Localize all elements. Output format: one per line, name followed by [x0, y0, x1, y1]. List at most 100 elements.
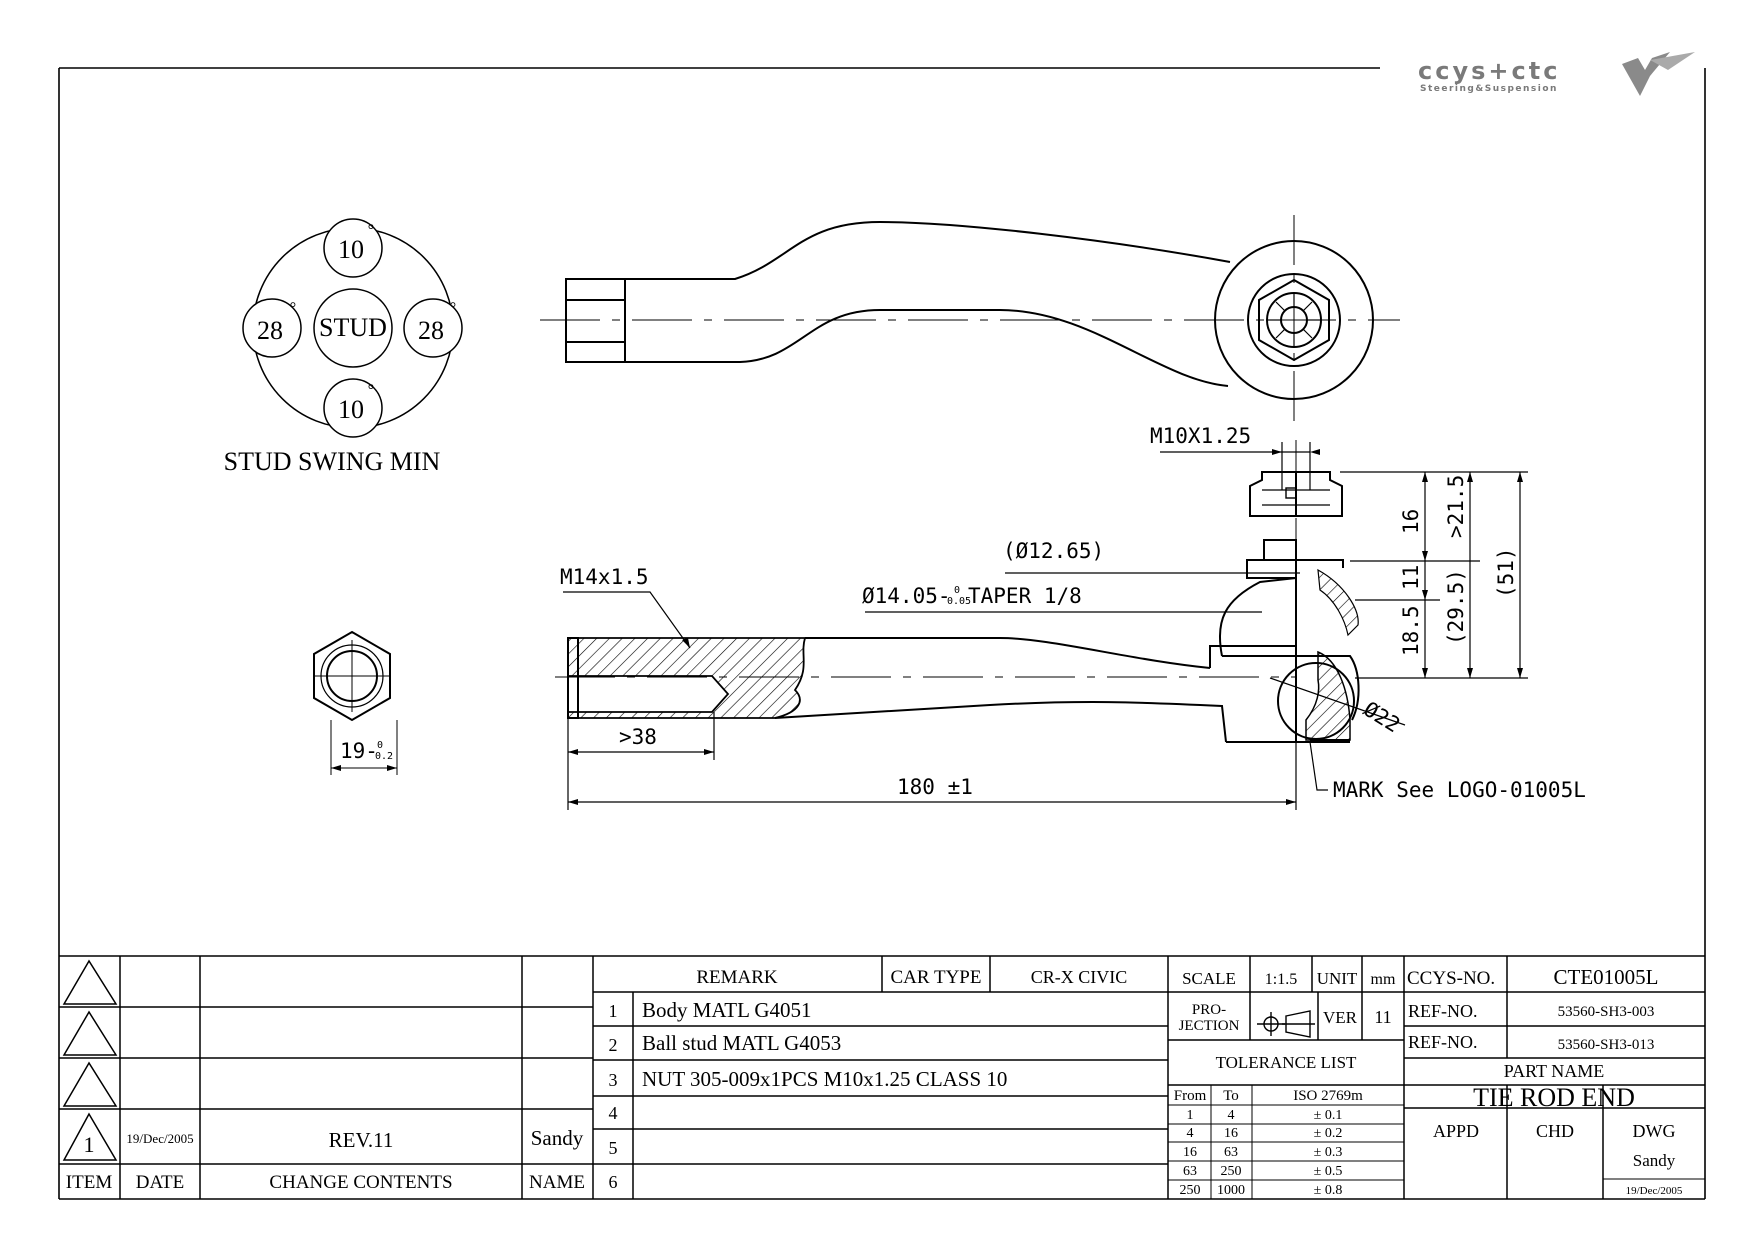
- ver-value: 11: [1374, 1007, 1391, 1027]
- tol-header-iso: ISO 2769m: [1293, 1088, 1363, 1104]
- tol-header-to: To: [1223, 1088, 1239, 1104]
- part-name-label: PART NAME: [1504, 1061, 1604, 1081]
- swing-bottom-value: 10: [338, 395, 364, 424]
- dim-m10: M10X1.25: [1150, 424, 1251, 448]
- remark-no-4: 4: [609, 1103, 618, 1123]
- remark-text-2: Ball stud MATL G4053: [642, 1031, 841, 1055]
- rev-item: 1: [84, 1132, 95, 1157]
- title-block-text: CCYS-NO. CTE01005L REF-NO. 53560-SH3-003…: [1407, 965, 1683, 1197]
- projection-symbol-icon: [1257, 1010, 1315, 1038]
- tol-value-1: ± 0.1: [1314, 1108, 1343, 1123]
- degree-left: °: [290, 300, 296, 317]
- header-item: ITEM: [66, 1172, 113, 1193]
- dim-taper-tol-lower: 0.05: [947, 596, 971, 607]
- header-change-contents: CHANGE CONTENTS: [269, 1172, 452, 1193]
- stud-swing-diagram: [242, 218, 463, 438]
- part-name: TIE ROD END: [1473, 1083, 1635, 1112]
- tol-from-3: 16: [1183, 1145, 1197, 1160]
- dim-d1265: (Ø12.65): [1003, 539, 1104, 563]
- dimension-arrows: [331, 449, 1523, 805]
- stud-swing-labels: 10 10 28 28 ° ° ° ° STUD STUD SWING MIN: [224, 222, 457, 476]
- remark-no-5: 5: [609, 1138, 618, 1158]
- dim-m14: M14x1.5: [560, 565, 649, 589]
- degree-right: °: [450, 300, 456, 317]
- dim-taper-tol-upper: 0: [954, 585, 960, 596]
- ver-label: VER: [1323, 1008, 1358, 1027]
- header-date: DATE: [136, 1172, 185, 1193]
- dim-29-5: (29.5): [1444, 569, 1468, 645]
- dim-taper-text: TAPER 1/8: [968, 584, 1082, 608]
- projection-label-1: PRO-: [1192, 1002, 1226, 1018]
- remark-no-3: 3: [609, 1070, 618, 1090]
- ref1-label: REF-NO.: [1408, 1001, 1478, 1021]
- car-type-label: CAR TYPE: [891, 967, 982, 988]
- dim-hex: 19-: [340, 739, 378, 763]
- tol-from-4: 63: [1183, 1164, 1197, 1179]
- sheet-border: [58, 67, 1706, 1200]
- section-centerlines: [555, 440, 1297, 765]
- dwg-name: Sandy: [1633, 1151, 1676, 1170]
- degree-bottom: °: [368, 382, 374, 399]
- dim-11: 11: [1399, 565, 1423, 590]
- logo-wing-icon: [1650, 52, 1695, 70]
- dwg-date: 19/Dec/2005: [1626, 1185, 1683, 1197]
- spec-table-text: SCALE 1:1.5 UNIT mm PRO- JECTION VER 11 …: [1174, 969, 1396, 1198]
- rev-date: 19/Dec/2005: [126, 1131, 193, 1146]
- dim-ball: Ø22: [1359, 697, 1404, 737]
- tol-header-from: From: [1174, 1088, 1207, 1104]
- ref2-label: REF-NO.: [1408, 1032, 1478, 1052]
- unit-value: mm: [1371, 971, 1396, 988]
- dim-21-5: >21.5: [1444, 475, 1468, 538]
- tol-to-2: 16: [1224, 1126, 1238, 1141]
- remark-no-1: 1: [609, 1001, 618, 1021]
- swing-center-label: STUD: [319, 313, 387, 342]
- dim-180: 180 ±1: [897, 775, 973, 799]
- tol-to-1: 4: [1228, 1108, 1235, 1123]
- remark-no-6: 6: [609, 1172, 618, 1192]
- tol-to-3: 63: [1224, 1145, 1238, 1160]
- rev-content: REV.11: [329, 1128, 394, 1152]
- degree-top: °: [368, 222, 374, 239]
- tol-value-3: ± 0.3: [1314, 1145, 1343, 1160]
- mark-note: MARK See LOGO-01005L: [1333, 778, 1586, 802]
- tol-from-2: 4: [1187, 1126, 1194, 1141]
- remark-no-2: 2: [609, 1035, 618, 1055]
- ref1-value: 53560-SH3-003: [1558, 1004, 1655, 1020]
- revision-triangles: [62, 959, 118, 1161]
- logo-brand: ccys+ctc: [1418, 57, 1560, 85]
- title-block-grid: [59, 955, 1705, 1199]
- ccys-label: CCYS-NO.: [1407, 968, 1495, 989]
- dim-hex-tol-lower: 0.2: [375, 751, 393, 762]
- revision-table-text: 1 19/Dec/2005 REV.11 Sandy ITEM DATE CHA…: [66, 1126, 585, 1193]
- dim-38: >38: [619, 725, 657, 749]
- tol-from-1: 1: [1187, 1108, 1194, 1123]
- remark-header: REMARK: [696, 967, 778, 988]
- swing-right-value: 28: [418, 316, 444, 345]
- tolerance-title: TOLERANCE LIST: [1216, 1053, 1357, 1072]
- appd-label: APPD: [1433, 1121, 1479, 1141]
- hex-view: [313, 630, 398, 775]
- tol-to-4: 250: [1221, 1164, 1242, 1179]
- logo-tagline: Steering&Suspension: [1420, 84, 1558, 94]
- remark-text-1: Body MATL G4051: [642, 998, 812, 1022]
- swing-caption: STUD SWING MIN: [224, 447, 441, 476]
- dim-16: 16: [1399, 509, 1423, 534]
- car-type-value: CR-X CIVIC: [1031, 967, 1128, 987]
- dim-18-5: 18.5: [1399, 605, 1423, 656]
- chd-label: CHD: [1536, 1121, 1574, 1141]
- ref2-value: 53560-SH3-013: [1558, 1037, 1655, 1053]
- dimension-texts: M10X1.25 (Ø12.65) M14x1.5 Ø14.05- 0 0.05…: [340, 424, 1586, 802]
- unit-label: UNIT: [1317, 969, 1358, 988]
- dim-hex-tol-upper: 0: [377, 740, 383, 751]
- dwg-label: DWG: [1633, 1121, 1676, 1141]
- top-view-centerlines: [540, 215, 1400, 425]
- tol-value-5: ± 0.8: [1314, 1183, 1343, 1198]
- tol-from-5: 250: [1180, 1183, 1201, 1198]
- scale-label: SCALE: [1182, 969, 1236, 988]
- section-view: [567, 471, 1360, 743]
- header-name: NAME: [529, 1172, 585, 1193]
- dim-51: (51): [1494, 547, 1518, 598]
- dimension-lines: [563, 442, 1528, 810]
- remark-text-3: NUT 305-009x1PCS M10x1.25 CLASS 10: [642, 1067, 1007, 1091]
